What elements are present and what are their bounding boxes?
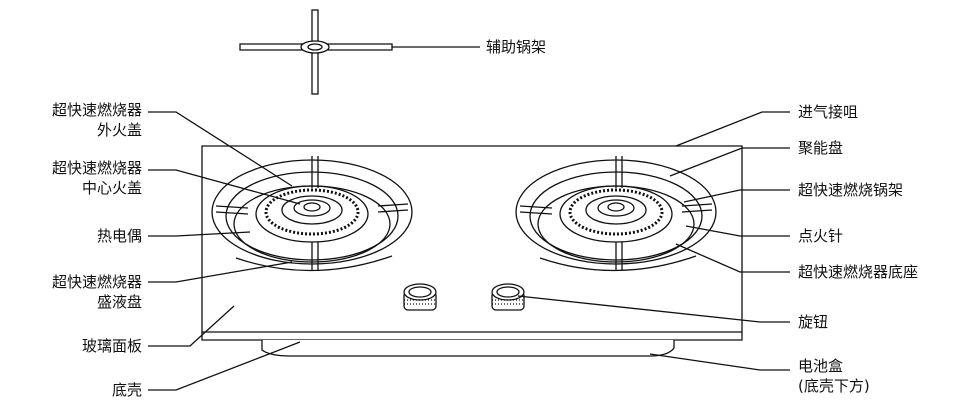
label-drip-tray-line2: 盛液盘 bbox=[96, 293, 142, 311]
leaders-right bbox=[517, 111, 790, 371]
label-battery-box-line1: 电池盒 bbox=[798, 357, 844, 375]
label-gas-inlet: 进气接咀 bbox=[798, 103, 859, 121]
label-burner-drip-tray: 超快速燃烧器 盛液盘 bbox=[52, 272, 142, 312]
bottom-shell bbox=[261, 340, 675, 357]
label-burner-center-cover: 超快速燃烧器 中心火盖 bbox=[52, 158, 142, 198]
label-bottom-shell: 底壳 bbox=[111, 381, 142, 399]
label-energy-ring: 聚能盘 bbox=[798, 139, 844, 157]
label-burner-base: 超快速燃烧器底座 bbox=[798, 263, 919, 281]
label-outer-cover-line1: 超快速燃烧器 bbox=[51, 101, 142, 119]
label-glass-panel: 玻璃面板 bbox=[81, 337, 142, 355]
label-drip-tray-line1: 超快速燃烧器 bbox=[51, 273, 142, 291]
label-battery-box-line2: (底壳下方) bbox=[798, 377, 870, 395]
label-outer-cover-line2: 外火盖 bbox=[96, 121, 142, 139]
leaders-left bbox=[148, 111, 301, 391]
right-knob bbox=[491, 283, 525, 311]
auxiliary-pan-rack bbox=[239, 9, 393, 95]
label-knob: 旋钮 bbox=[798, 313, 829, 331]
label-aux-pan-rack: 辅助锅架 bbox=[486, 38, 547, 56]
left-knob bbox=[403, 283, 437, 311]
right-burner bbox=[515, 156, 717, 272]
label-pan-support: 超快速燃烧锅架 bbox=[798, 181, 904, 199]
label-thermocouple: 热电偶 bbox=[96, 227, 142, 245]
label-battery-box: 电池盒 (底壳下方) bbox=[798, 356, 870, 396]
label-burner-outer-cover: 超快速燃烧器 外火盖 bbox=[52, 100, 142, 140]
left-burner bbox=[211, 156, 413, 272]
label-igniter: 点火针 bbox=[798, 227, 844, 245]
label-center-cover-line1: 超快速燃烧器 bbox=[51, 159, 142, 177]
label-center-cover-line2: 中心火盖 bbox=[81, 179, 142, 197]
